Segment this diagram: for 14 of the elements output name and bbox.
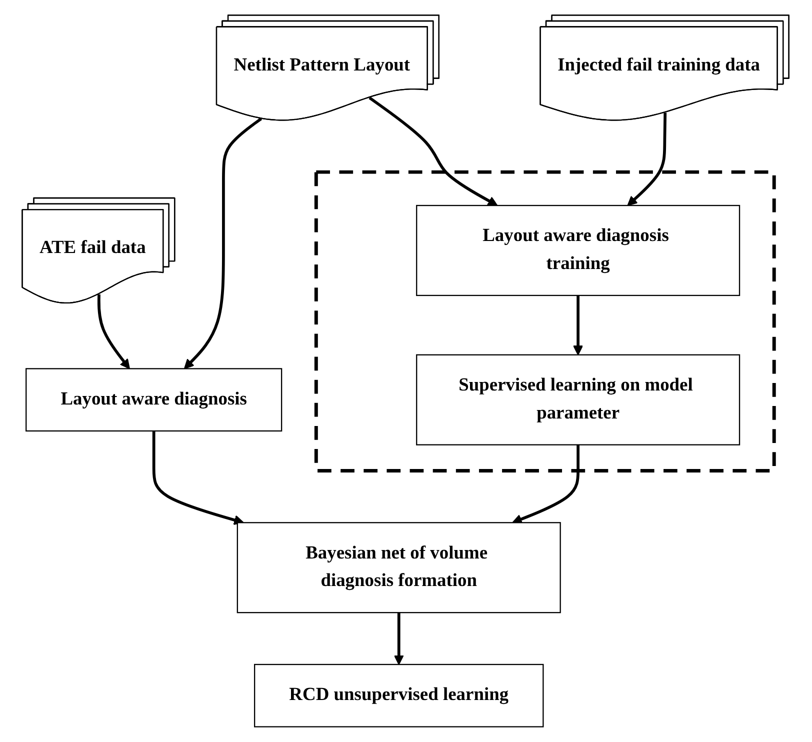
node-box: Bayesian net of volume diagnosis formation: [237, 522, 562, 614]
arrow: [369, 96, 498, 206]
node-box: Layout aware diagnosis training: [416, 204, 741, 296]
arrow: [512, 444, 580, 524]
arrow: [98, 294, 130, 370]
node-box: RCD unsupervised learning: [254, 664, 544, 728]
arrow: [628, 112, 668, 206]
arrow: [152, 430, 244, 525]
arrow: [184, 118, 263, 370]
cluster: [314, 170, 776, 472]
arrow: [394, 612, 404, 665]
node-box: Layout aware diagnosis: [26, 368, 283, 432]
arrow: [573, 295, 584, 356]
node-box: Supervised learning on model parameter: [416, 354, 741, 446]
